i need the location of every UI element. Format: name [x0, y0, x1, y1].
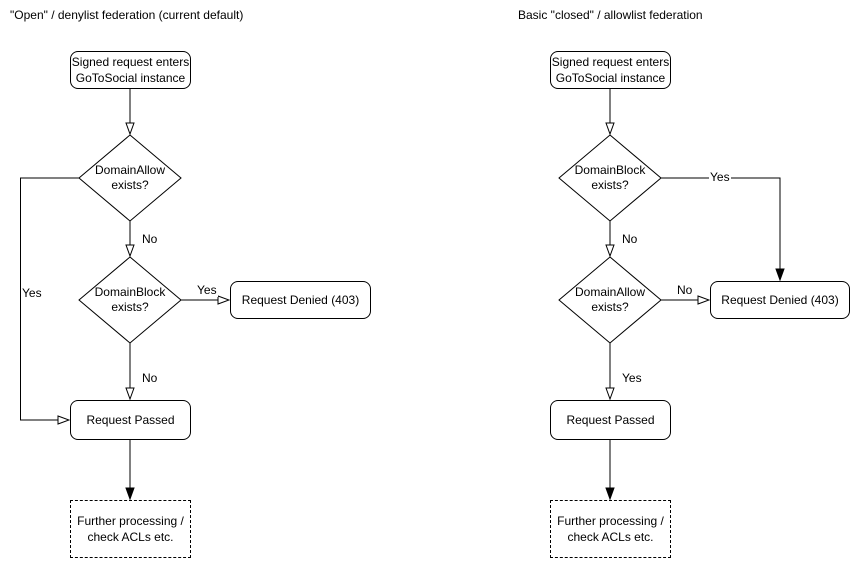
left-edge-label-block-no: No — [141, 371, 159, 385]
right-passed-node: Request Passed — [550, 400, 671, 440]
right-decision-allow-label: DomainAllow exists? — [574, 285, 646, 314]
left-decision-allow-shape — [78, 134, 182, 222]
right-edge-label-allow-yes: Yes — [621, 371, 643, 385]
right-edge-label-block-yes: Yes — [709, 170, 731, 184]
right-decision-block-shape — [558, 134, 662, 222]
right-further-node: Further processing / check ACLs etc. — [550, 500, 671, 558]
right-chart-title: Basic "closed" / allowlist federation — [518, 8, 703, 22]
left-decision-block-shape — [78, 256, 182, 344]
left-passed-node: Request Passed — [70, 400, 191, 440]
right-edge-block-yes — [661, 177, 780, 280]
left-edge-allow-yes — [20, 177, 79, 420]
left-denied-node: Request Denied (403) — [230, 281, 371, 319]
left-chart-title: "Open" / denylist federation (current de… — [10, 8, 244, 22]
left-edge-label-allow-no: No — [141, 232, 159, 246]
left-further-node: Further processing / check ACLs etc. — [70, 500, 191, 558]
left-edge-label-block-yes: Yes — [196, 283, 218, 297]
right-start-node: Signed request enters GoToSocial instanc… — [550, 51, 671, 89]
right-denied-node: Request Denied (403) — [710, 281, 850, 319]
left-decision-allow-label: DomainAllow exists? — [94, 163, 166, 192]
right-decision-block-label: DomainBlock exists? — [574, 163, 646, 192]
left-decision-block-label: DomainBlock exists? — [94, 285, 166, 314]
left-start-node: Signed request enters GoToSocial instanc… — [70, 51, 191, 89]
left-edge-label-allow-yes: Yes — [21, 286, 43, 300]
right-edge-label-allow-no: No — [676, 283, 694, 297]
right-edge-label-block-no: No — [621, 232, 639, 246]
right-decision-allow-shape — [558, 256, 662, 344]
